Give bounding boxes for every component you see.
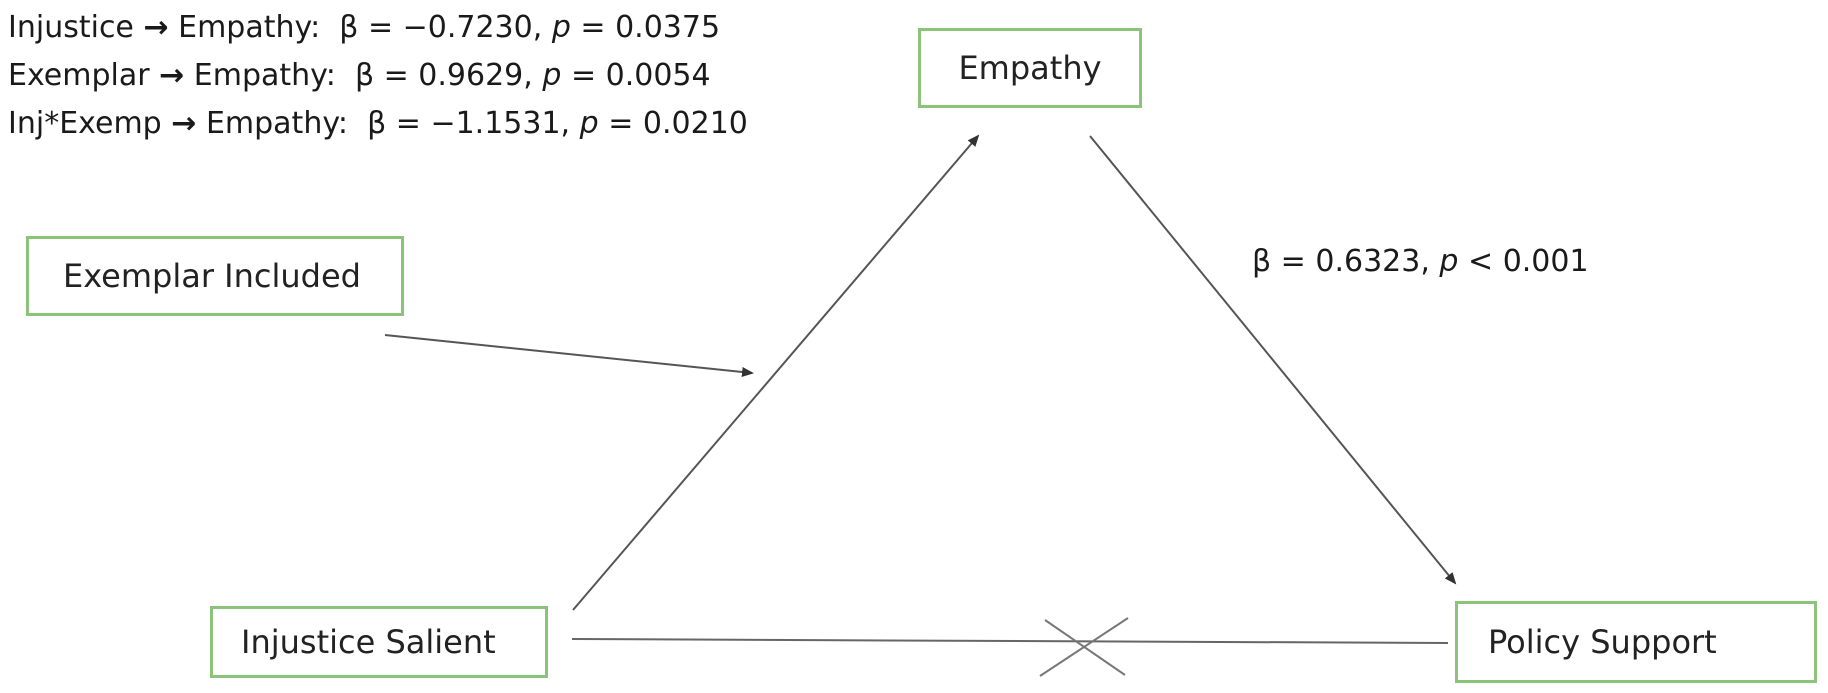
stat-beta: β = 0.9629, bbox=[354, 58, 533, 93]
stat-p-value: = 0.0054 bbox=[570, 58, 711, 93]
right-arrow-icon: → bbox=[143, 10, 169, 45]
stat-outcome: Empathy: bbox=[193, 58, 336, 93]
stat-beta: β = −1.1531, bbox=[367, 106, 571, 141]
stat-predictor: Inj*Exemp bbox=[8, 106, 162, 141]
node-empathy-label: Empathy bbox=[958, 49, 1102, 87]
arrow-empathy-to-policy bbox=[1089, 135, 1457, 585]
node-exemplar-label: Exemplar Included bbox=[63, 257, 361, 295]
stat-p-symbol: p bbox=[579, 106, 599, 141]
cross-mark-icon bbox=[1039, 617, 1129, 677]
path-p-symbol: p bbox=[1439, 244, 1459, 279]
stat-outcome: Empathy: bbox=[178, 10, 321, 45]
stat-p-value: = 0.0210 bbox=[608, 106, 748, 141]
path-p-value: < 0.001 bbox=[1468, 244, 1589, 279]
line-direct-effect bbox=[571, 638, 1449, 644]
arrow-exemplar-moderation bbox=[384, 334, 754, 377]
node-injustice-label: Injustice Salient bbox=[241, 623, 496, 661]
arrow-injustice-to-empathy bbox=[572, 134, 980, 611]
stat-predictor: Exemplar bbox=[8, 58, 150, 93]
node-policy-label: Policy Support bbox=[1488, 623, 1717, 661]
right-arrow-icon: → bbox=[159, 58, 185, 93]
node-empathy: Empathy bbox=[918, 28, 1142, 108]
node-policy-support: Policy Support bbox=[1455, 601, 1817, 683]
path-beta: β = 0.6323, bbox=[1252, 244, 1430, 279]
node-injustice-salient: Injustice Salient bbox=[210, 606, 548, 678]
stat-p-value: = 0.0375 bbox=[580, 10, 721, 45]
stat-line-injustice: Injustice → Empathy: β = −0.7230, p = 0.… bbox=[8, 4, 748, 52]
stat-predictor: Injustice bbox=[8, 10, 134, 45]
coefficients-block: Injustice → Empathy: β = −0.7230, p = 0.… bbox=[8, 4, 748, 148]
right-arrow-icon: → bbox=[171, 106, 197, 141]
stat-beta: β = −0.7230, bbox=[339, 10, 543, 45]
stat-line-exemplar: Exemplar → Empathy: β = 0.9629, p = 0.00… bbox=[8, 52, 748, 100]
stat-p-symbol: p bbox=[542, 58, 562, 93]
stat-outcome: Empathy: bbox=[205, 106, 349, 141]
stat-p-symbol: p bbox=[551, 10, 571, 45]
stat-line-interaction: Inj*Exemp → Empathy: β = −1.1531, p = 0.… bbox=[8, 100, 748, 148]
node-exemplar-included: Exemplar Included bbox=[26, 236, 404, 316]
path-label-empathy-policy: β = 0.6323, p < 0.001 bbox=[1252, 244, 1589, 279]
